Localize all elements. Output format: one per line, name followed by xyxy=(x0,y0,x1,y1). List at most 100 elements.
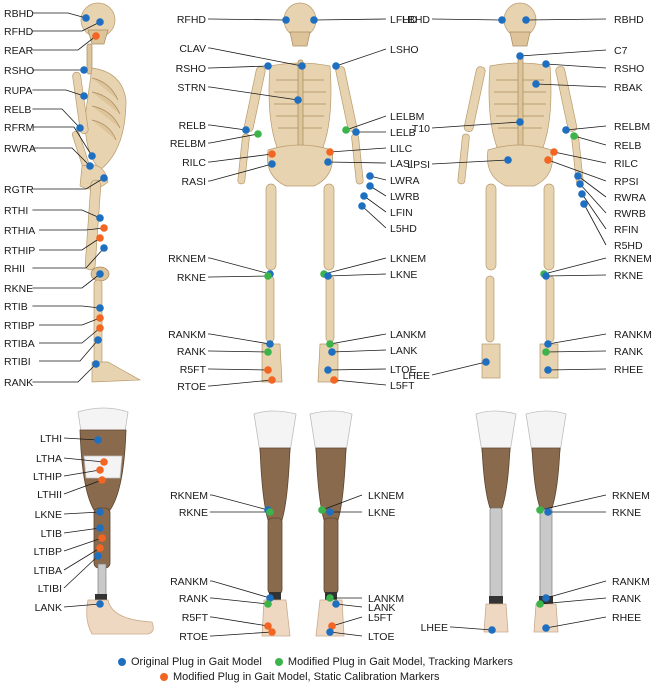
legend-item-static: Modified Plug in Gait Model, Static Cali… xyxy=(160,671,440,683)
marker-rilc xyxy=(550,148,558,156)
marker-lilc xyxy=(326,148,334,156)
marker-ltib xyxy=(96,524,104,532)
marker-label-rkne: RKNE xyxy=(614,270,643,282)
leader-line-rhii xyxy=(32,247,105,269)
leader-line-lilc xyxy=(329,147,387,153)
leader-line-lhee xyxy=(450,626,493,631)
marker-ltibi xyxy=(94,552,102,560)
marker-ltoe xyxy=(326,628,334,636)
marker-label-relb: RELB xyxy=(614,140,641,152)
leader-line-lfin xyxy=(363,195,387,213)
marker-label-relbm: RELBM xyxy=(170,138,206,150)
leader-line-lknem xyxy=(323,257,387,275)
marker-rkne xyxy=(96,270,104,278)
legend-item-tracking: Modified Plug in Gait Model, Tracking Ma… xyxy=(274,656,513,668)
marker-label-l5ft: L5FT xyxy=(390,380,415,392)
marker-label-rasi: RASI xyxy=(181,176,206,188)
marker-rthip xyxy=(96,234,104,242)
marker-label-lthip: LTHIP xyxy=(33,471,62,483)
marker-lthi xyxy=(94,436,102,444)
marker-lpsi xyxy=(504,156,512,164)
marker-lank xyxy=(328,348,336,356)
marker-relb xyxy=(570,132,578,140)
marker-label-rankm: RANKM xyxy=(168,329,206,341)
marker-rtibi xyxy=(94,336,102,344)
marker-c7 xyxy=(516,52,524,60)
marker-label-rthia: RTHIA xyxy=(4,225,35,237)
marker-lthip xyxy=(96,466,104,474)
marker-label-rkne: RKNE xyxy=(4,283,33,295)
marker-lbhd xyxy=(498,16,506,24)
marker-rankm xyxy=(266,340,274,348)
marker-label-rank: RANK xyxy=(179,593,208,605)
marker-lelb xyxy=(352,128,360,136)
marker-strn xyxy=(294,96,302,104)
marker-lwrb xyxy=(366,182,374,190)
marker-t10 xyxy=(516,118,524,126)
leader-line-lsho xyxy=(335,48,387,67)
marker-l5ft xyxy=(328,622,336,630)
marker-rfin xyxy=(578,190,586,198)
leader-line-rank xyxy=(208,350,269,353)
marker-rkne xyxy=(266,508,274,516)
marker-label-lpsi: LPSI xyxy=(407,159,430,171)
leader-line-relbm xyxy=(208,133,259,144)
leader-line-rilc xyxy=(553,151,607,164)
marker-label-lhee: LHEE xyxy=(403,370,430,382)
legend-item-original: Original Plug in Gait Model xyxy=(118,656,262,668)
marker-ltha xyxy=(100,458,108,466)
marker-ltiba xyxy=(96,544,104,552)
marker-label-ltibp: LTIBP xyxy=(34,546,62,558)
marker-rbhd xyxy=(82,14,90,22)
marker-rankm xyxy=(542,594,550,602)
leader-line-rhee xyxy=(547,368,607,371)
marker-label-lbhd: LBHD xyxy=(402,14,430,26)
marker-relb xyxy=(76,124,84,132)
leader-line-rwrb xyxy=(579,183,607,214)
leader-line-rtoe xyxy=(210,631,273,637)
marker-r5ft xyxy=(264,622,272,630)
marker-label-rtoe: RTOE xyxy=(177,381,206,393)
marker-clav xyxy=(298,62,306,70)
marker-lasi xyxy=(324,158,332,166)
leader-line-rankm xyxy=(208,333,271,345)
marker-rfhd xyxy=(282,16,290,24)
marker-label-rthi: RTHI xyxy=(4,205,28,217)
marker-label-rank: RANK xyxy=(177,346,206,358)
marker-lthii xyxy=(98,476,106,484)
marker-label-lankm: LANKM xyxy=(368,593,404,605)
leader-line-rthi xyxy=(32,209,101,219)
marker-rtib xyxy=(96,304,104,312)
leader-line-rsho xyxy=(545,63,607,69)
marker-rank xyxy=(542,348,550,356)
leader-line-rkne xyxy=(32,273,101,289)
marker-label-rgtr: RGTR xyxy=(4,184,34,196)
marker-rtiba xyxy=(96,324,104,332)
marker-label-lasi: LASI xyxy=(390,158,413,170)
marker-lhee xyxy=(482,358,490,366)
marker-label-rwra: RWRA xyxy=(614,192,646,204)
marker-rwrb xyxy=(576,180,584,188)
marker-label-rfrm: RFRM xyxy=(4,122,34,134)
leader-line-rtiba xyxy=(39,327,101,344)
marker-label-relb: RELB xyxy=(4,104,31,116)
marker-rsho xyxy=(542,60,550,68)
marker-label-ltha: LTHA xyxy=(36,453,62,465)
marker-label-ltiba: LTIBA xyxy=(34,565,62,577)
marker-rilc xyxy=(268,150,276,158)
marker-rwra xyxy=(86,162,94,170)
static-marker-swatch xyxy=(160,673,168,681)
marker-label-rkne: RKNE xyxy=(179,507,208,519)
marker-rthi xyxy=(96,214,104,222)
leader-line-rkne xyxy=(208,275,269,278)
leader-line-rankm xyxy=(545,580,607,599)
marker-label-lknem: LKNEM xyxy=(390,253,426,265)
leader-line-rfhd xyxy=(208,18,287,21)
leader-line-lknem xyxy=(321,494,363,511)
marker-lank xyxy=(96,600,104,608)
marker-label-rkne: RKNE xyxy=(177,272,206,284)
marker-rknem xyxy=(536,506,544,514)
marker-lwra xyxy=(366,172,374,180)
leader-line-relbm xyxy=(565,125,607,131)
